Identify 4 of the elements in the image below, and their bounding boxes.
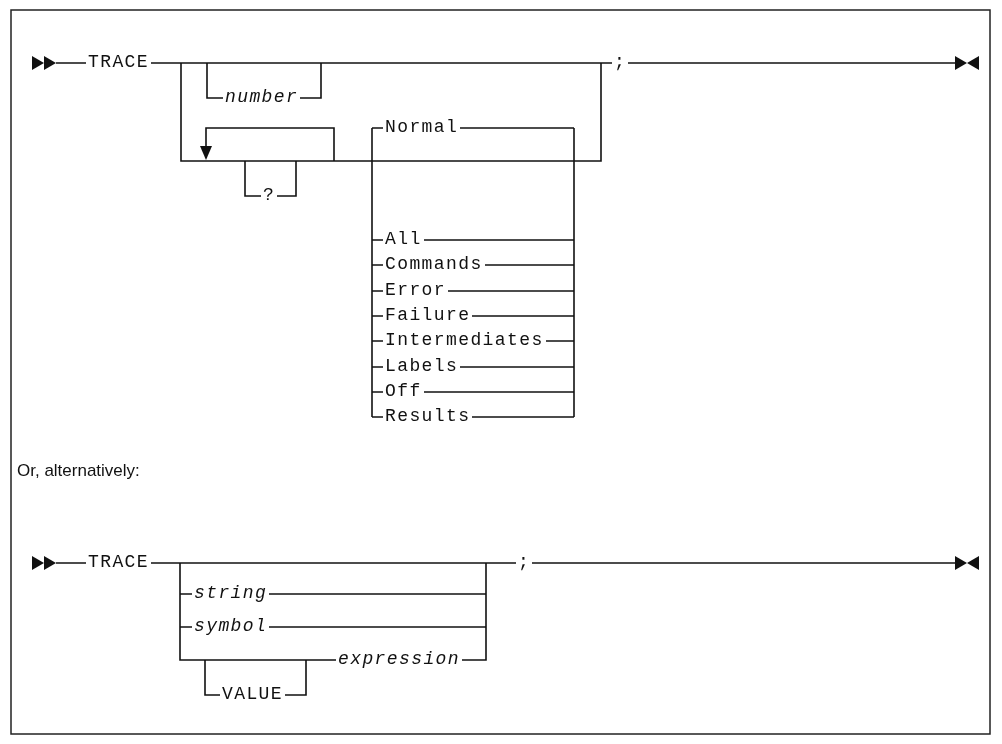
variable-label: expression (336, 649, 463, 670)
note-text: Or, alternatively: (16, 462, 141, 481)
variable-label: string (192, 583, 270, 604)
variable-label: symbol (192, 616, 270, 637)
